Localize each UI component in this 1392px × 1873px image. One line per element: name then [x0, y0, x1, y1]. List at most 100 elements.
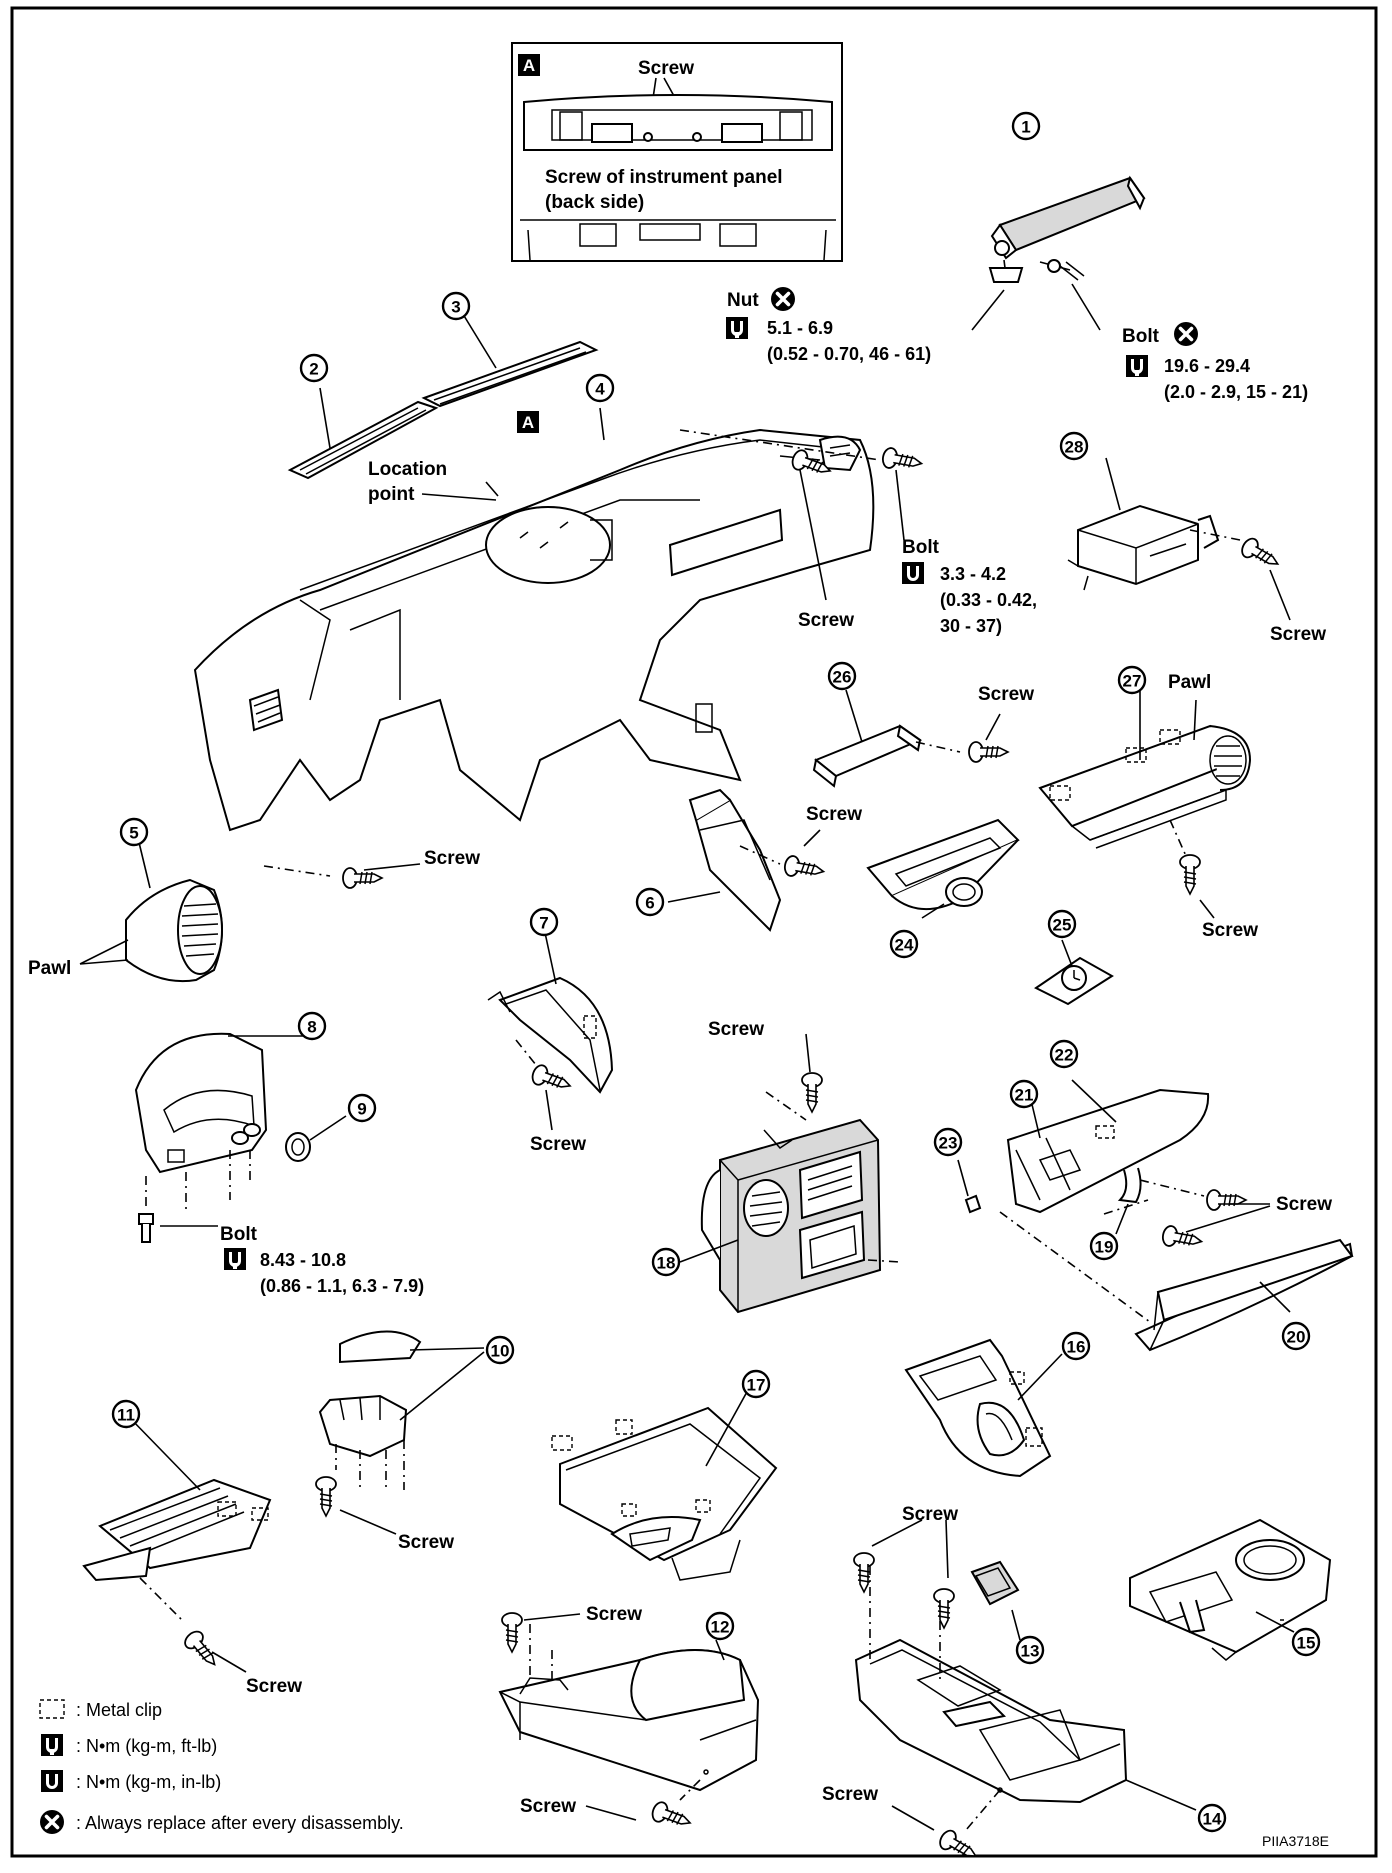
svg-text:28: 28 — [1065, 438, 1084, 457]
screw-27-label: Screw — [1202, 920, 1258, 941]
inset-caption-line1: Screw of instrument panel — [545, 167, 783, 188]
svg-text:19: 19 — [1095, 1238, 1114, 1257]
legend-replace: : Always replace after every disassembly… — [38, 1808, 404, 1836]
callout-19: 19 — [1089, 1231, 1119, 1261]
callout-25: 25 — [1047, 909, 1077, 939]
bolt3-label: Bolt — [220, 1224, 258, 1245]
part-6-side-finisher: Screw — [667, 788, 862, 932]
callout-18: 18 — [651, 1247, 681, 1277]
screw-10-label: Screw — [398, 1532, 454, 1553]
callout-10: 10 — [485, 1335, 515, 1365]
bolt2-label: Bolt — [902, 537, 940, 558]
part-7-knee-finisher: Screw — [487, 927, 614, 1155]
screw-14-bottom-label: Screw — [822, 1784, 878, 1805]
svg-text:18: 18 — [657, 1254, 676, 1273]
callout-1: 1 — [1011, 111, 1041, 141]
screw-6-label: Screw — [806, 804, 862, 825]
callout-23: 23 — [933, 1127, 963, 1157]
svg-text:22: 22 — [1055, 1046, 1074, 1065]
part-11-lower-cover: Screw — [82, 1417, 302, 1697]
part-25-clock — [1034, 939, 1114, 1006]
part-16-shift-finisher — [904, 1338, 1063, 1478]
part-10-column-cover: Screw — [315, 1330, 485, 1553]
svg-text:1: 1 — [1021, 118, 1030, 137]
replace-icon — [769, 285, 797, 313]
screw-22-label: Screw — [1276, 1194, 1332, 1215]
bolt1-torque: 19.6 - 29.4 — [1164, 356, 1250, 376]
callout-27: 27 — [1117, 665, 1147, 695]
callout-8: 8 — [297, 1011, 327, 1041]
callout-22: 22 — [1049, 1039, 1079, 1069]
part-22-glove-box-frame: Screw — [957, 1079, 1332, 1253]
screw-7-label: Screw — [530, 1134, 586, 1155]
part-5-side-vent: Pawl Screw — [28, 829, 480, 983]
part-17-console-finisher — [551, 1389, 778, 1581]
bolt1-torque-alt: (2.0 - 2.9, 15 - 21) — [1164, 382, 1308, 402]
pawl-27-label: Pawl — [1168, 672, 1211, 693]
bolt1-annotation: Bolt 19.6 - 29.4 (2.0 - 2.9, 15 - 21) — [1122, 320, 1308, 402]
callout-2: 2 — [299, 353, 329, 383]
bolt3-torque: 8.43 - 10.8 — [260, 1250, 346, 1270]
svg-text:5: 5 — [129, 824, 138, 843]
page-border — [10, 6, 1378, 1858]
part-13-ashtray — [970, 1560, 1021, 1641]
part-18-audio-unit: Screw — [679, 1019, 901, 1314]
nut-label: Nut — [727, 290, 759, 311]
legend-torque-ft-lb: : N•m (kg-m, ft-lb) — [41, 1734, 217, 1756]
part-4-instrument-panel: A — [193, 407, 875, 832]
screw-12-top-label: Screw — [586, 1604, 642, 1625]
callout-9: 9 — [347, 1093, 377, 1123]
torque-icon — [1126, 355, 1148, 377]
svg-text:26: 26 — [833, 668, 852, 687]
svg-text:21: 21 — [1015, 1086, 1034, 1105]
location-point-line1: Location — [368, 459, 447, 480]
svg-text:2: 2 — [309, 360, 318, 379]
part-2-3-defroster-grilles — [287, 305, 599, 480]
part-26-lid: Screw — [812, 684, 1034, 788]
inset-tag: A — [523, 56, 535, 75]
screw-26-label: Screw — [978, 684, 1034, 705]
bolt2-torque-alt1: (0.33 - 0.42, — [940, 590, 1037, 610]
screw-5-label: Screw — [424, 848, 480, 869]
torque-icon — [224, 1248, 246, 1270]
bolt1-label: Bolt — [1122, 326, 1160, 347]
part-20-glove-box — [999, 1211, 1354, 1352]
svg-text:24: 24 — [895, 936, 914, 955]
callout-5: 5 — [119, 817, 149, 847]
callout-14: 14 — [1197, 1803, 1227, 1833]
legend-torque-in-lb: : N•m (kg-m, in-lb) — [41, 1770, 221, 1792]
callout-17: 17 — [741, 1369, 771, 1399]
torque-icon — [726, 317, 748, 339]
nut-torque: 5.1 - 6.9 — [767, 318, 833, 338]
callout-21: 21 — [1009, 1079, 1039, 1109]
nut-annotation: Nut 5.1 - 6.9 (0.52 - 0.70, 46 - 61) — [726, 285, 931, 364]
callout-12: 12 — [705, 1611, 735, 1641]
location-point-line2: point — [368, 484, 415, 505]
nut-torque-alt: (0.52 - 0.70, 46 - 61) — [767, 344, 931, 364]
svg-text:: Always replace after every d: : Always replace after every disassembly… — [76, 1813, 404, 1833]
svg-text:12: 12 — [711, 1618, 730, 1637]
figure-code: PIIA3718E — [1262, 1833, 1329, 1849]
svg-text:: N•m (kg-m, ft-lb): : N•m (kg-m, ft-lb) — [76, 1736, 217, 1756]
svg-text:27: 27 — [1123, 672, 1142, 691]
part-28-control-unit: Screw — [1067, 457, 1326, 645]
svg-text:17: 17 — [747, 1376, 766, 1395]
part-12-console-armrest: Screw Screw — [498, 1604, 760, 1834]
torque-icon — [902, 562, 924, 584]
svg-text:11: 11 — [117, 1406, 135, 1425]
callout-24: 24 — [889, 929, 919, 959]
svg-text:4: 4 — [595, 380, 605, 399]
part-15-cup-holder — [1129, 1518, 1332, 1661]
screw-14-top-label: Screw — [902, 1504, 958, 1525]
panel-screw-label: Screw — [798, 610, 854, 631]
svg-text:6: 6 — [645, 894, 654, 913]
part-14-center-console: Screw Screw — [822, 1504, 1197, 1866]
screw-11-label: Screw — [246, 1676, 302, 1697]
svg-text:14: 14 — [1203, 1810, 1222, 1829]
part-24-cluster-lid — [866, 818, 1020, 919]
legend-metal-clip: : Metal clip — [39, 1699, 162, 1720]
svg-text:10: 10 — [491, 1342, 510, 1361]
panel-fasteners: Bolt 3.3 - 4.2 (0.33 - 0.42, 30 - 37) Sc… — [679, 429, 1037, 636]
bolt3-torque-alt: (0.86 - 1.1, 6.3 - 7.9) — [260, 1276, 424, 1296]
